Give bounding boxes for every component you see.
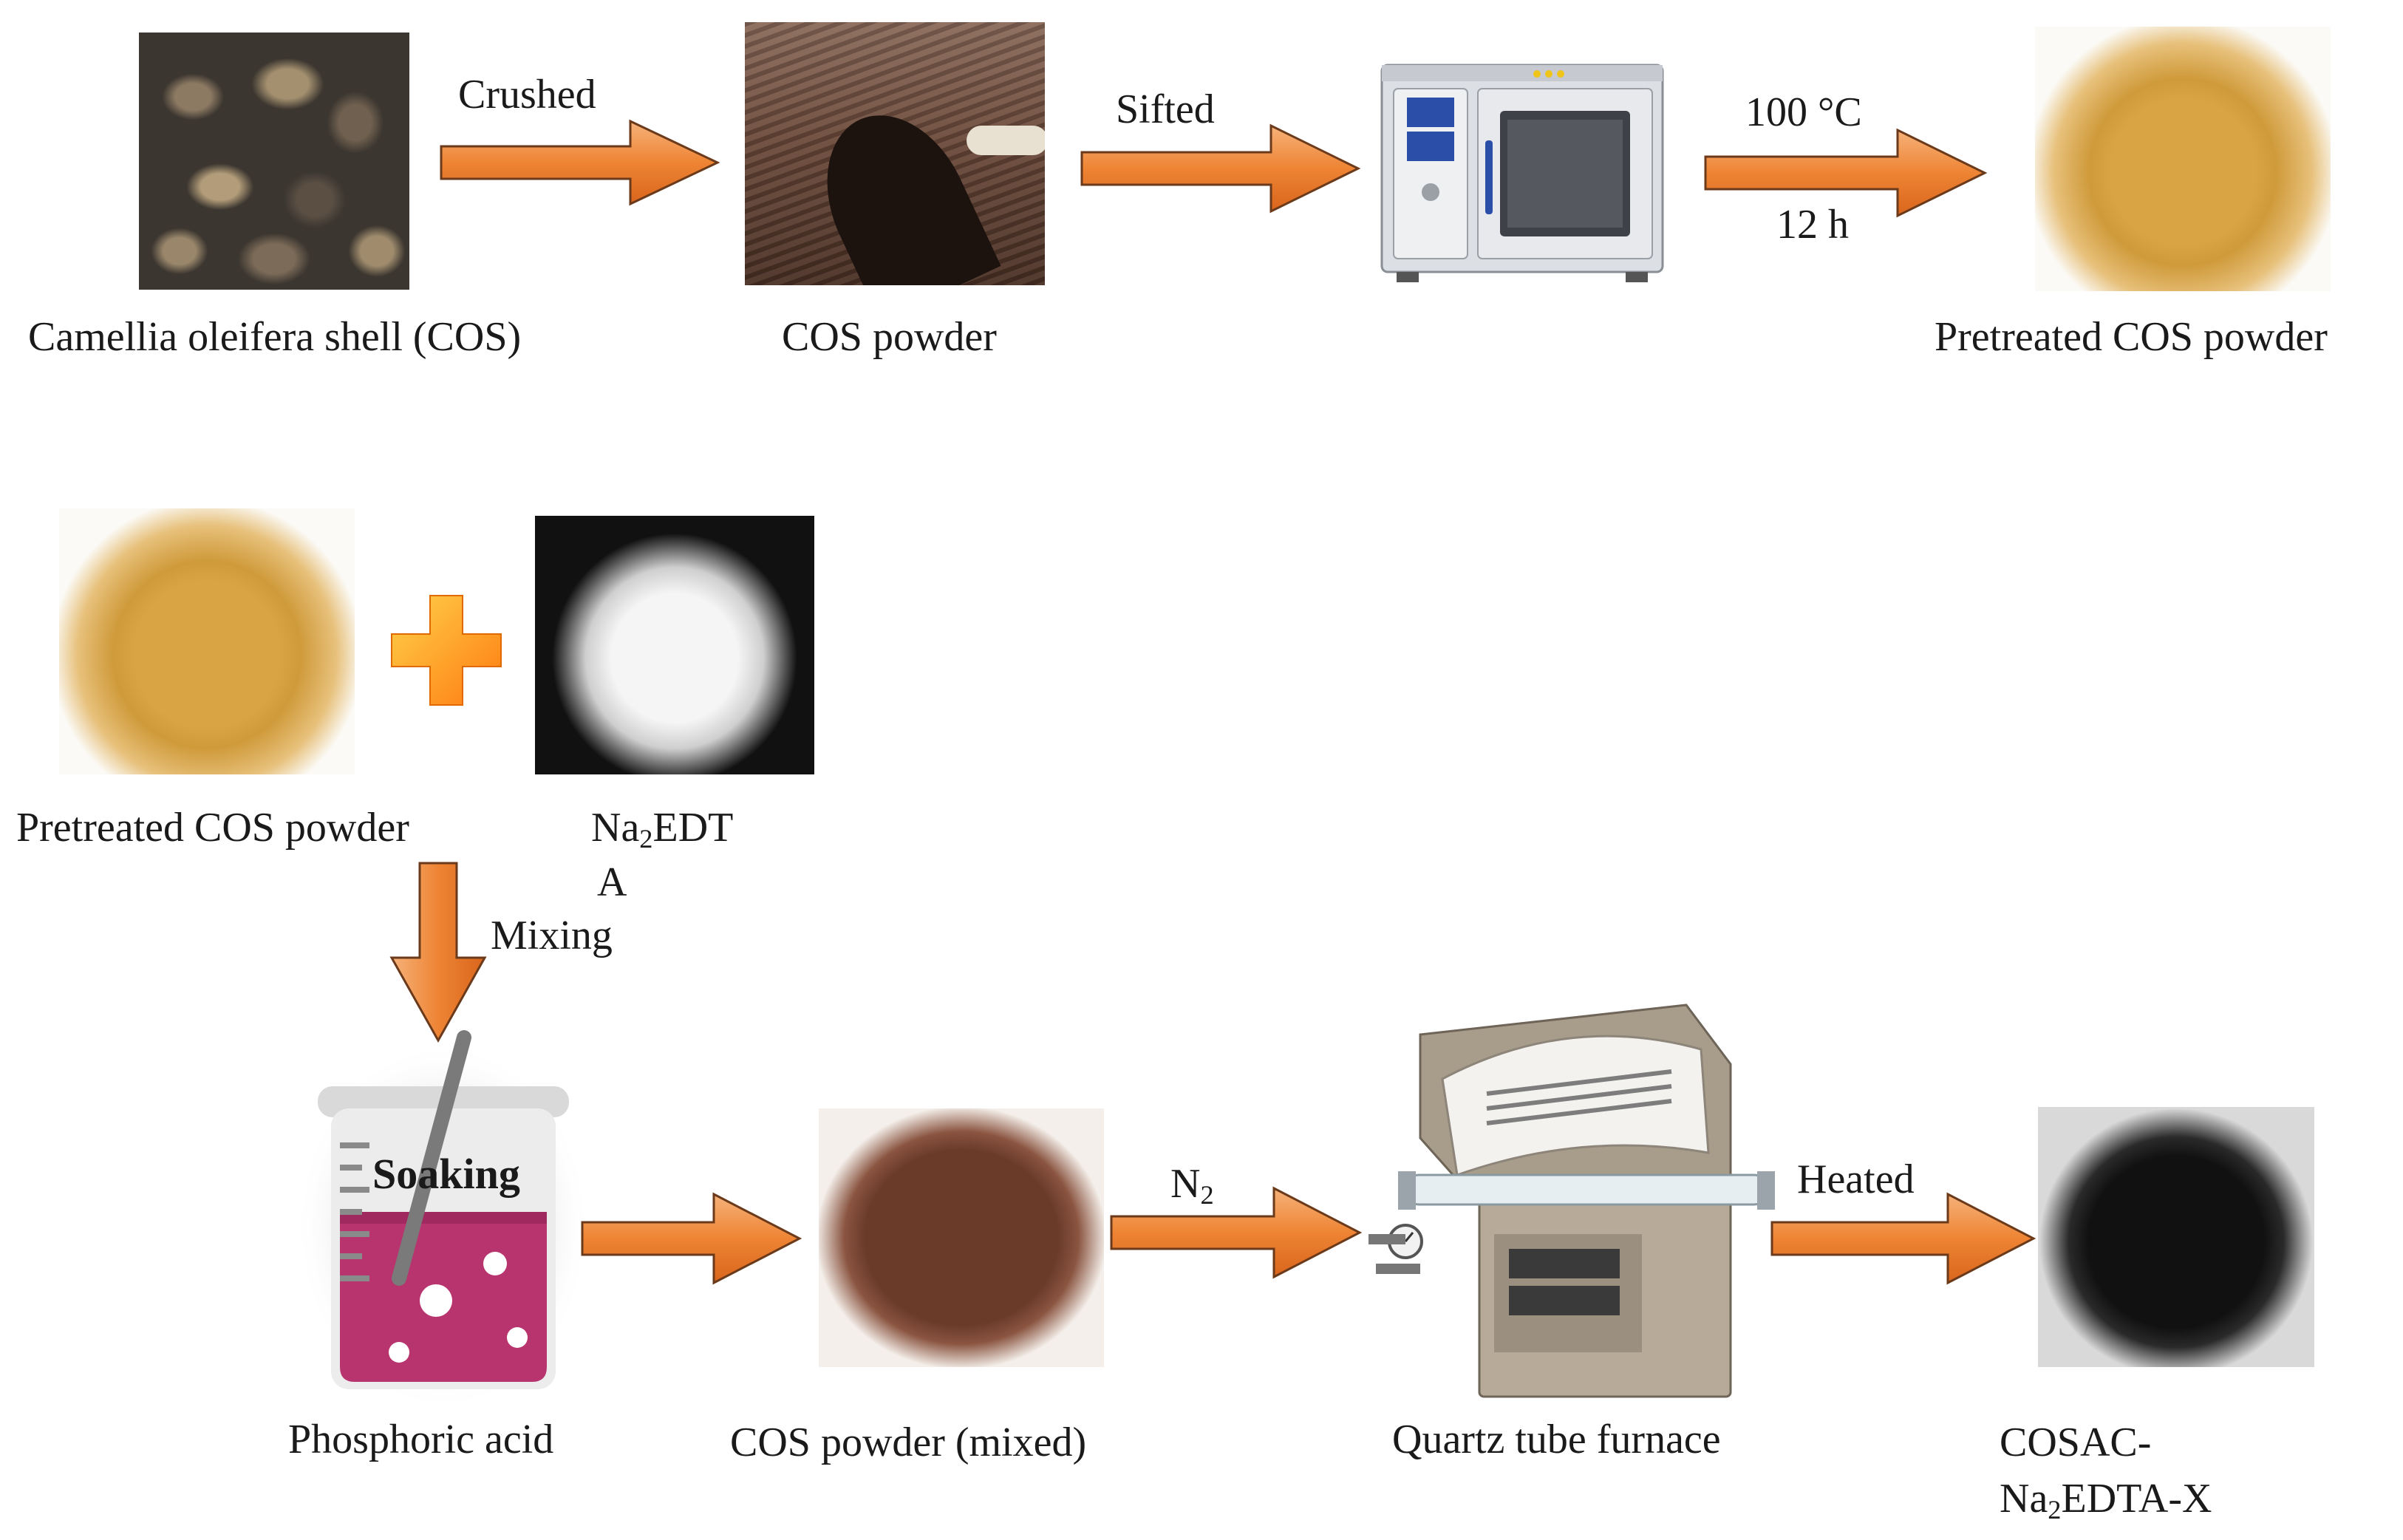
n2-label: N2 — [1170, 1161, 1214, 1208]
cos-powder-label: COS powder — [782, 314, 997, 360]
heated-arrow — [1770, 1192, 2036, 1285]
cos-powder-photo — [745, 22, 1045, 285]
temperature-label: 100 °C — [1745, 89, 1862, 135]
mixed-powder-photo — [819, 1108, 1104, 1367]
na2edta-label: Na2EDT — [591, 805, 734, 852]
tube-furnace-image — [1368, 1004, 1775, 1398]
tube-furnace-label: Quartz tube furnace — [1392, 1417, 1721, 1462]
na2edta-text-main: Na — [591, 805, 640, 851]
cosac-product-photo — [2038, 1107, 2314, 1367]
drying-oven-image — [1380, 64, 1664, 282]
na2edta-label-wrap: A — [597, 859, 627, 905]
pretreated-powder-photo-left — [59, 508, 355, 774]
n2-arrow — [1110, 1186, 1363, 1279]
n2-subscript: 2 — [1200, 1180, 1214, 1210]
soaked-to-mixed-arrow — [581, 1192, 802, 1285]
camellia-shell-photo — [139, 33, 409, 290]
plus-icon — [391, 595, 502, 706]
crushed-label: Crushed — [458, 72, 596, 117]
camellia-shell-label: Camellia oleifera shell (COS) — [28, 314, 522, 360]
soaking-label: Soaking — [372, 1150, 520, 1198]
n2-text-main: N — [1170, 1161, 1201, 1207]
cosac-product-label-line1: COSAC- — [2000, 1420, 2152, 1465]
cosac-subscript: 2 — [2048, 1495, 2062, 1525]
drying-arrow — [1704, 128, 1988, 218]
sifted-arrow — [1080, 123, 1361, 214]
mixing-label: Mixing — [491, 913, 613, 958]
heated-label: Heated — [1797, 1156, 1915, 1202]
cosac-product-label-line2: Na2EDTA-X — [2000, 1476, 2212, 1523]
duration-label: 12 h — [1776, 202, 1849, 248]
cosac-text-tail: EDTA-X — [2061, 1476, 2212, 1522]
phosphoric-acid-label: Phosphoric acid — [288, 1417, 554, 1462]
na2edta-subscript: 2 — [639, 824, 653, 854]
crushed-arrow — [440, 119, 720, 206]
na2edta-text-tail: EDT — [652, 805, 734, 851]
pretreated-powder-photo-top — [2035, 27, 2331, 291]
cosac-text-main: Na — [2000, 1476, 2048, 1522]
pretreated-powder-label-top: Pretreated COS powder — [1935, 314, 2328, 360]
mixed-powder-label: COS powder (mixed) — [730, 1420, 1087, 1465]
mixing-arrow — [389, 862, 487, 1043]
beaker-icon — [296, 1030, 591, 1411]
sifted-label: Sifted — [1116, 86, 1215, 132]
pretreated-powder-label-left: Pretreated COS powder — [16, 805, 409, 851]
na2edta-photo — [535, 516, 814, 774]
